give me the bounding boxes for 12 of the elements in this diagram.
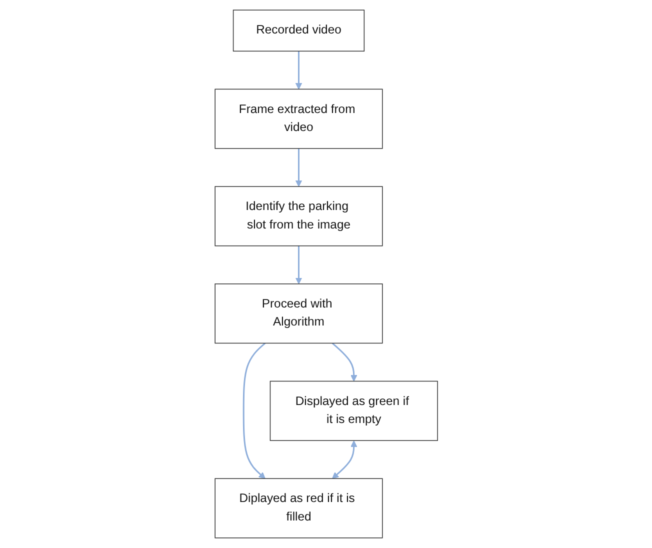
node-box: Recorded video: [232, 10, 364, 52]
arrow: [295, 51, 302, 90]
arrow: [295, 246, 302, 284]
node-box: Proceed with Algorithm: [214, 284, 382, 344]
node-box: Diplayed as red if it is filled: [214, 478, 382, 538]
arrow: [242, 342, 266, 479]
node-box: Displayed as green if it is empty: [270, 380, 438, 441]
node-box: Identify the parking slot from the image: [214, 186, 382, 246]
node-box: Frame extracted from video: [214, 88, 382, 149]
arrow: [332, 342, 357, 382]
arrow: [295, 148, 302, 187]
arrow: [332, 440, 357, 479]
